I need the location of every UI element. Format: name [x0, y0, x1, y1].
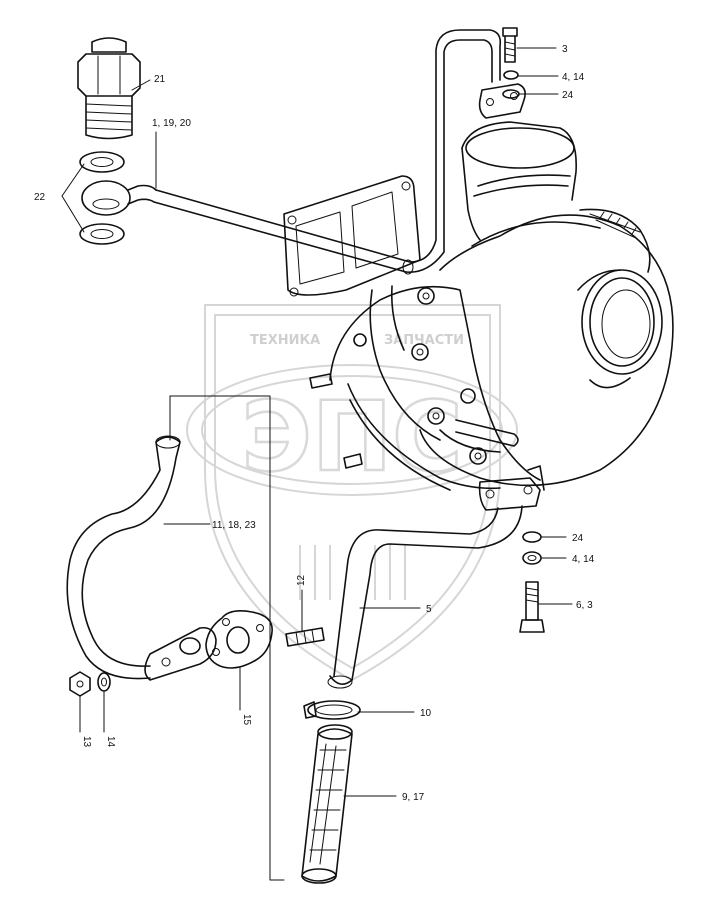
- stud-12: [285, 627, 325, 647]
- watermark-logo-text: ЭПС: [241, 381, 462, 493]
- watermark-right-text: ЗАПЧАСТИ: [384, 333, 464, 348]
- callout-11-18-23: 11, 18, 23: [212, 520, 256, 531]
- hose-clamp-10: [303, 700, 361, 720]
- oil-feed-pipe: [81, 29, 502, 275]
- callout-4-14-top: 4, 14: [562, 72, 585, 83]
- top-flange: [478, 27, 526, 119]
- bottom-fasteners: [519, 531, 545, 633]
- callout-22: 22: [34, 192, 46, 203]
- callout-5: 5: [426, 604, 432, 615]
- oil-return-pipe-5: [327, 505, 523, 689]
- watermark-logo: ТЕХНИКА ЗАПЧАСТИ ЭПС: [186, 304, 518, 682]
- nut-13: [69, 671, 91, 697]
- callout-3: 3: [562, 44, 568, 55]
- callout-21: 21: [154, 74, 166, 85]
- callout-10: 10: [420, 708, 432, 719]
- washers-22: [79, 151, 125, 245]
- washer-14: [97, 672, 111, 692]
- gasket-15: [205, 610, 273, 669]
- oil-pipe-11-18-23: [66, 435, 217, 681]
- callout-24-bottom: 24: [572, 533, 584, 544]
- callout-6-3: 6, 3: [576, 600, 593, 611]
- callout-4-14-bottom: 4, 14: [572, 554, 595, 565]
- callout-15: 15: [241, 714, 252, 726]
- callout-labels: 3 4, 14 24 21 1, 19, 20 22 11, 18, 23 12…: [34, 44, 595, 803]
- watermark-left-text: ТЕХНИКА: [250, 333, 320, 348]
- callout-1-19-20: 1, 19, 20: [152, 118, 191, 129]
- hose-9-17: [301, 724, 353, 884]
- callout-24-top: 24: [562, 90, 574, 101]
- callout-13: 13: [81, 736, 92, 748]
- fitting-21: [77, 37, 141, 140]
- group-bracket: [169, 395, 285, 881]
- turbocharger: [283, 121, 674, 511]
- callout-14: 14: [105, 736, 116, 748]
- leader-lines: [61, 47, 573, 797]
- callout-12: 12: [296, 574, 307, 586]
- callout-9-17: 9, 17: [402, 792, 425, 803]
